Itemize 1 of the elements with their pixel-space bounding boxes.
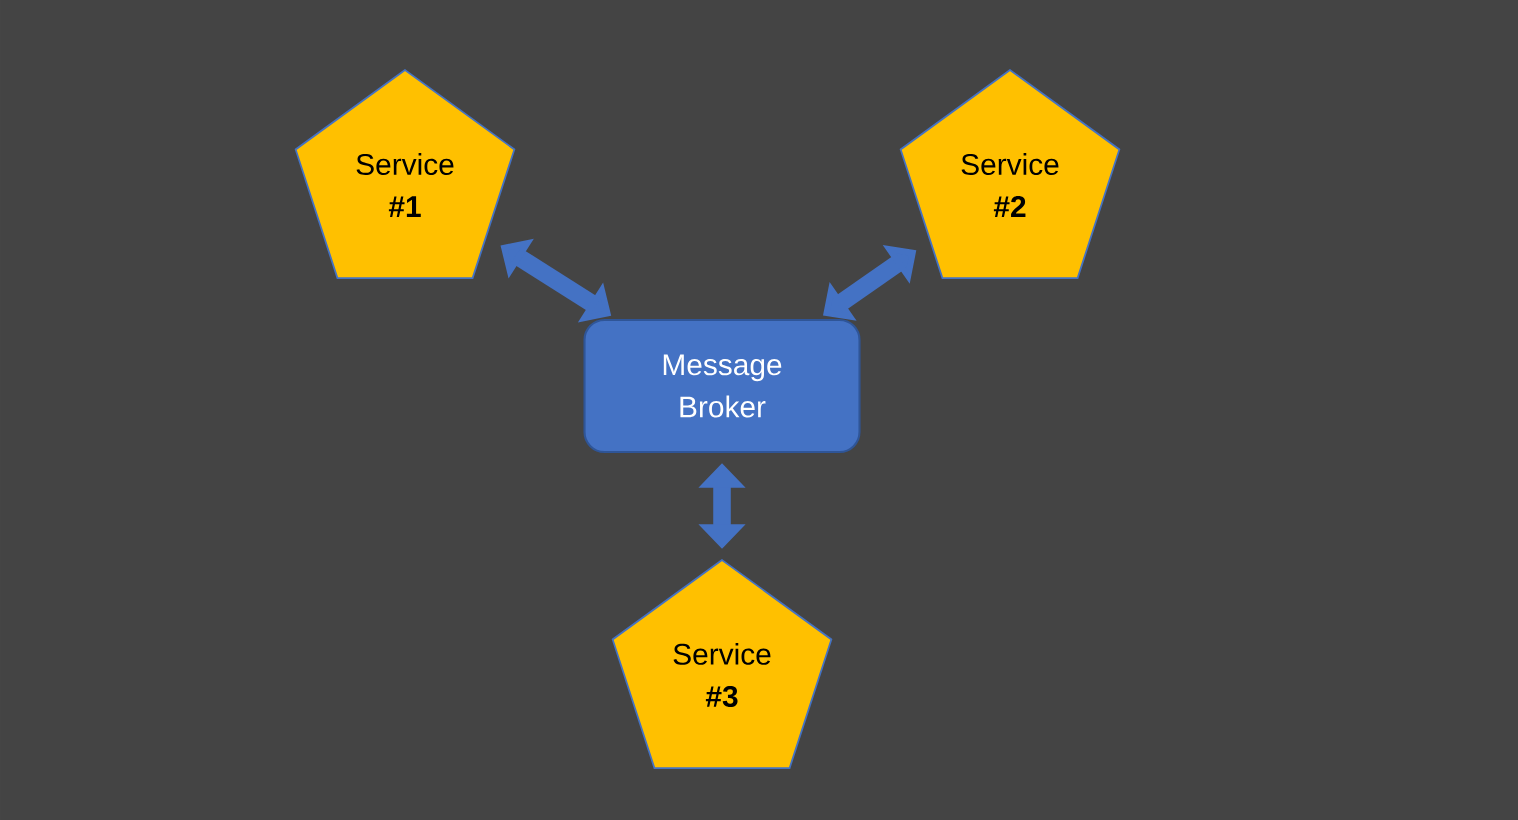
broker-box: Message Broker bbox=[583, 318, 861, 454]
